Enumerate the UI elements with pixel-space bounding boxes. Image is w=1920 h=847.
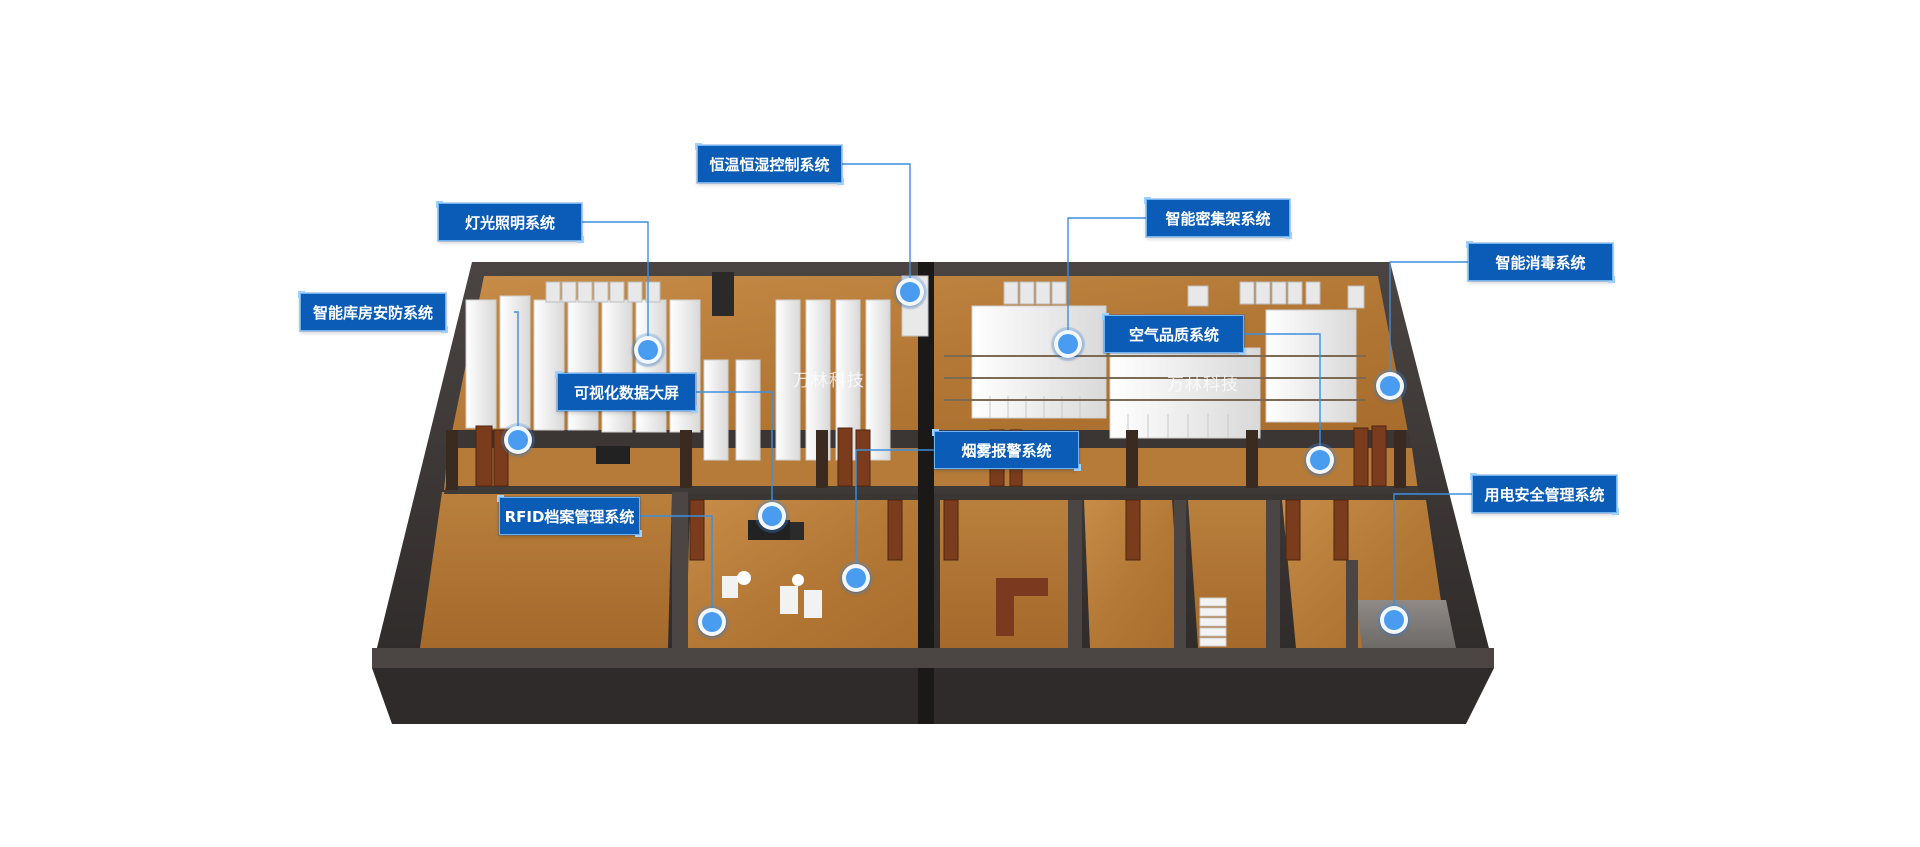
floor-lower-right-1 [940,500,1074,648]
callout-shelving[interactable]: 智能密集架系统 [1144,197,1292,239]
hotspot-smoke-dot-icon[interactable] [842,564,870,592]
callout-security[interactable]: 智能库房安防系统 [298,291,448,333]
callout-disinfect[interactable]: 智能消毒系统 [1466,241,1615,283]
floor-lower-mid-room [686,500,920,648]
hotspot-rfid-dot-icon[interactable] [698,608,726,636]
callout-hvac[interactable]: 恒温恒湿控制系统 [695,143,844,185]
center-divider [918,262,934,724]
floor-rails [944,355,1366,401]
wall-cabinets-left [545,281,661,303]
callout-power[interactable]: 用电安全管理系统 [1470,473,1619,515]
monitor-upper [596,446,630,464]
hotspot-air-dot-icon[interactable] [1306,446,1334,474]
hotspot-disinfect-dot-icon[interactable] [1376,372,1404,400]
stairs [1199,597,1227,647]
callout-smoke[interactable]: 烟雾报警系统 [932,429,1081,471]
front-wall-face [372,648,1494,668]
reception-desk [996,578,1048,636]
leader-lines [514,163,1472,622]
callout-rfid[interactable]: RFID档案管理系统 [497,495,642,537]
watermark-left: 万林科技 [793,371,865,391]
hotspot-power-dot-icon[interactable] [1380,606,1408,634]
shelving-left [465,295,891,461]
hotspot-security-dot-icon[interactable] [504,426,532,454]
wall-cabinets-right [1003,281,1365,309]
hotspot-shelving-dot-icon[interactable] [1054,330,1082,358]
callout-display[interactable]: 可视化数据大屏 [555,371,698,413]
hotspot-hvac-dot-icon[interactable] [896,278,924,306]
hotspot-lighting-dot-icon[interactable] [634,336,662,364]
wall-columns [446,430,1406,490]
callout-air[interactable]: 空气品质系统 [1102,313,1246,355]
callout-lighting[interactable]: 灯光照明系统 [436,201,584,243]
floor-lower-right-2 [1084,500,1182,648]
partition-walls [672,492,1358,652]
watermark-right: 万林科技 [1167,375,1239,395]
dark-cabinet [712,272,734,316]
hotspot-display-dot-icon[interactable] [758,502,786,530]
